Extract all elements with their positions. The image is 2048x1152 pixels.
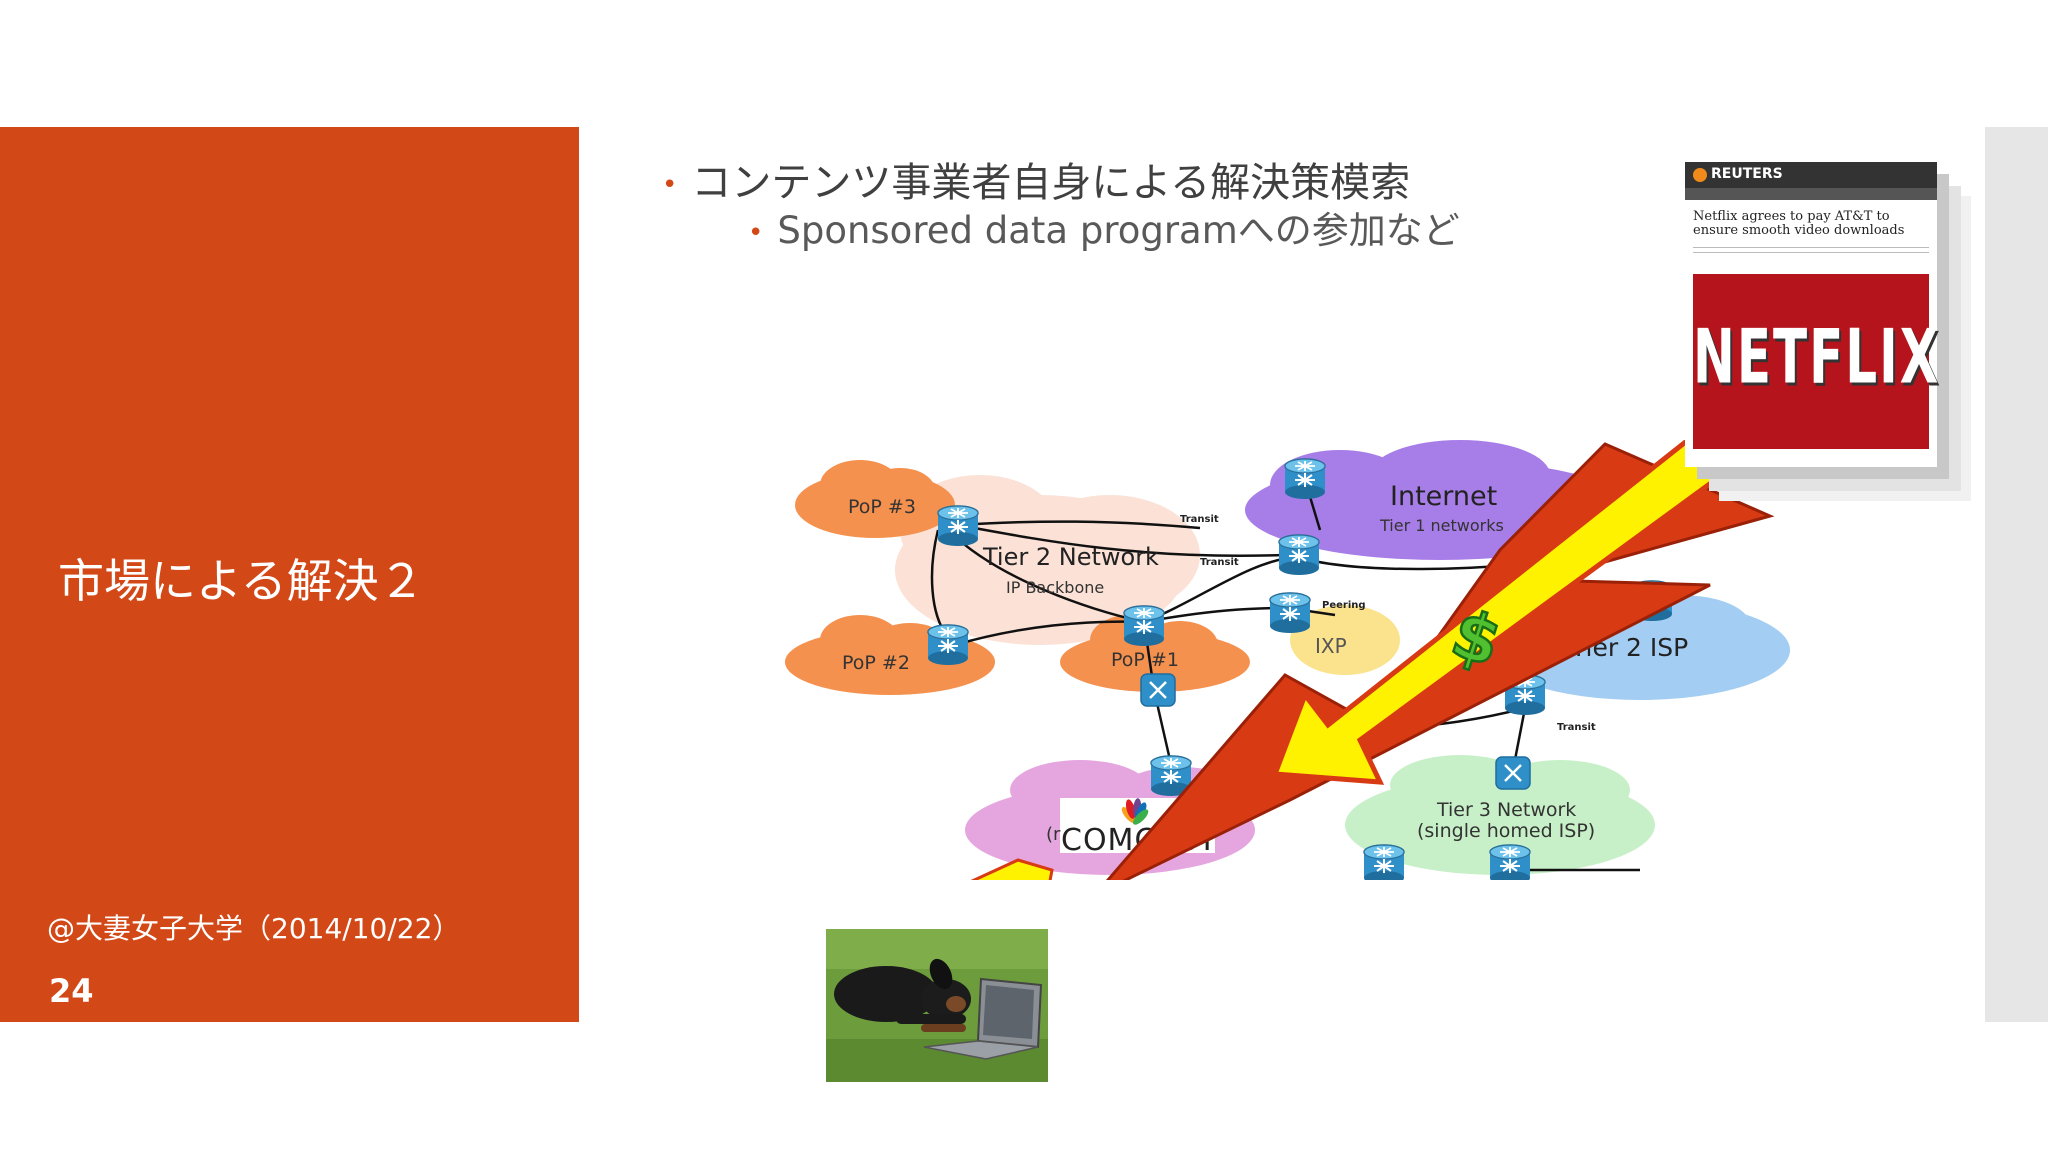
network-diagram: PoP #3 PoP #2 PoP #1 Tier 2 Network IP B…: [785, 440, 1790, 880]
reuters-article-image: REUTERS Netflix agrees to pay AT&T to en…: [1685, 162, 1941, 467]
reuters-byline-rule: [1693, 247, 1929, 253]
reuters-header-bar: REUTERS: [1685, 162, 1937, 188]
reuters-headline: Netflix agrees to pay AT&T to ensure smo…: [1693, 209, 1905, 238]
yen-burst: [970, 858, 1054, 880]
ip-backbone-label: IP Backbone: [1006, 578, 1104, 597]
title-panel: [0, 127, 579, 1022]
slide-footer: @大妻女子大学（2014/10/22）: [47, 912, 461, 945]
netflix-logo-image: NETFLIX: [1693, 274, 1941, 449]
router-icon: [1489, 844, 1531, 880]
router-icon: [1284, 458, 1326, 500]
tier3-label: Tier 3 Network: [1436, 799, 1576, 821]
pop1-label: PoP #1: [1111, 649, 1179, 671]
peering-label: Peering: [1322, 600, 1366, 611]
router-icon: [927, 624, 969, 666]
netflix-logo-text: NETFLIX: [1693, 313, 1941, 401]
bullet-level-2: • Sponsored data programへの参加など: [748, 200, 1460, 254]
tier3-sublabel: (single homed ISP): [1417, 820, 1595, 842]
router-icon: [937, 505, 979, 547]
laptop-icon: [923, 977, 1043, 1060]
transit-label: Transit: [1200, 557, 1239, 568]
router-icon: [1278, 534, 1320, 576]
money-flow-arrow: [1271, 440, 1719, 785]
cloud-pop3: [795, 460, 955, 538]
tier2-network-label: Tier 2 Network: [982, 543, 1159, 571]
reuters-nav-bar: [1685, 188, 1937, 200]
bullet-text: Sponsored data programへの参加など: [777, 209, 1460, 252]
reuters-logo-text: REUTERS: [1711, 166, 1783, 182]
bullet-text: コンテンツ事業者自身による解決策模索: [691, 160, 1411, 206]
bullet-dot-icon: •: [748, 217, 764, 248]
router-icon: [1363, 844, 1405, 880]
pop2-label: PoP #2: [842, 652, 910, 674]
dog-laptop-photo: [826, 929, 1048, 1082]
tier1-label: Tier 1 networks: [1379, 516, 1504, 535]
pop3-label: PoP #3: [848, 496, 916, 518]
cloud-ixp: [1290, 605, 1400, 675]
router-icon: [1123, 605, 1165, 647]
right-edge-strip: [1985, 127, 2048, 1022]
slide-title: 市場による解決２: [58, 554, 425, 608]
reuters-logo-icon: [1693, 168, 1707, 182]
ixp-label: IXP: [1315, 634, 1347, 658]
bullet-dot-icon: •: [662, 170, 678, 200]
switch-icon: [1139, 672, 1177, 708]
switch-icon: [1494, 755, 1532, 791]
bullet-level-1: • コンテンツ事業者自身による解決策模索: [662, 150, 1410, 208]
router-icon: [1269, 592, 1311, 634]
slide-number: 24: [49, 972, 94, 1010]
dog-silhouette: [834, 958, 971, 1032]
nbc-peacock-icon: [1121, 798, 1149, 825]
transit-label: Transit: [1180, 514, 1219, 525]
internet-label: Internet: [1390, 481, 1497, 512]
comcast-partial-label: (r: [1046, 824, 1061, 845]
yen-sign-icon: ¥: [990, 872, 1022, 880]
transit-label: Transit: [1557, 722, 1596, 733]
